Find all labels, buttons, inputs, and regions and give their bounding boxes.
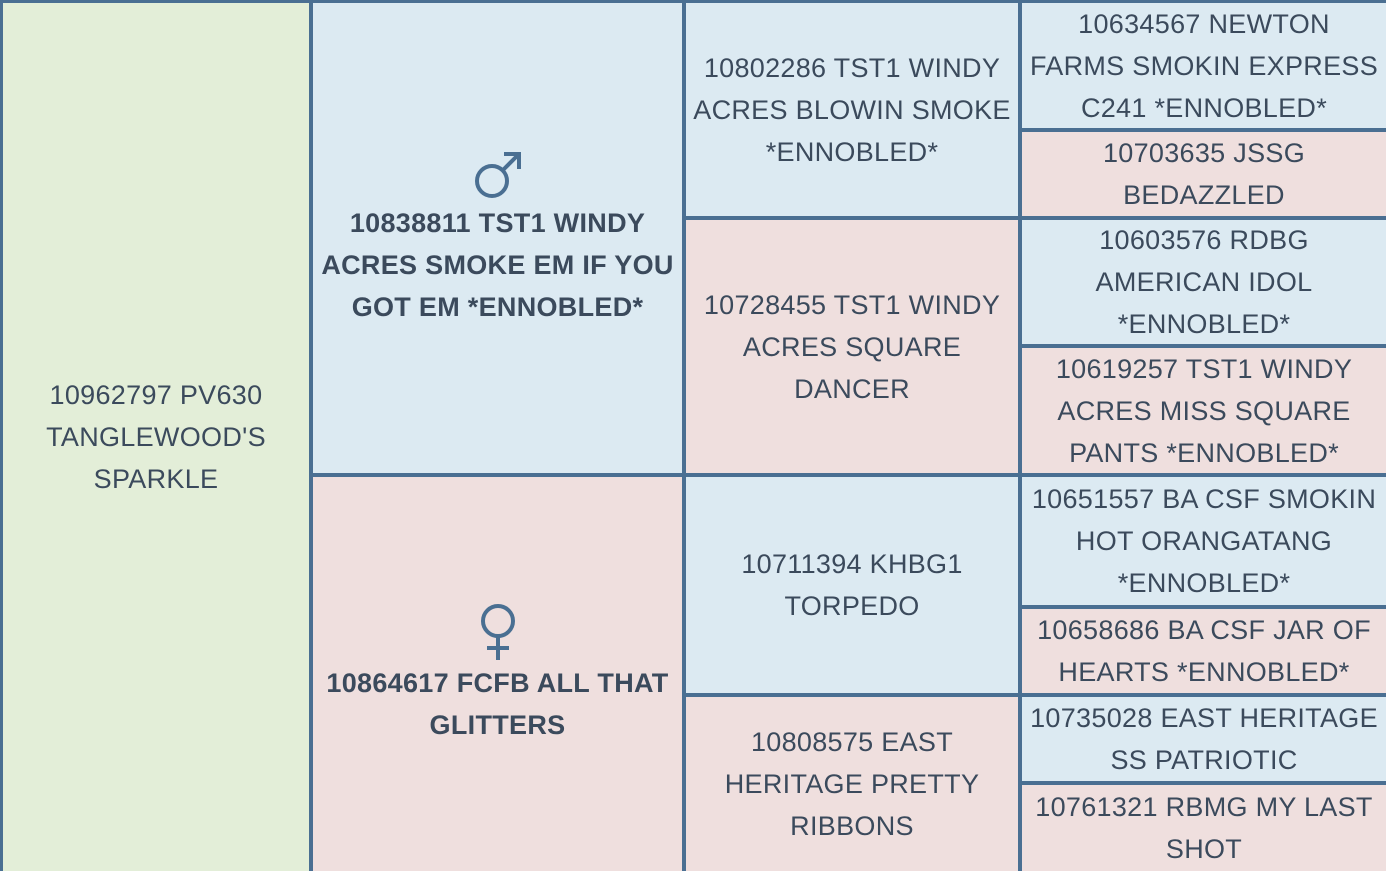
sss-name: 10634567 NEWTON FARMS SMOKIN EXPRESS C24… [1029, 8, 1379, 123]
dsd-name: 10658686 BA CSF JAR OF HEARTS *ENNOBLED* [1037, 615, 1371, 687]
sss-cell[interactable]: 10634567 NEWTON FARMS SMOKIN EXPRESS C24… [1022, 3, 1386, 128]
subject-name: 10962797 PV630 TANGLEWOOD'S SPARKLE [46, 380, 266, 494]
sire-dam-name: 10728455 TST1 WINDY ACRES SQUARE DANCER [703, 289, 1001, 404]
dsd-cell[interactable]: 10658686 BA CSF JAR OF HEARTS *ENNOBLED* [1022, 609, 1386, 693]
ddd-name: 10761321 RBMG MY LAST SHOT [1035, 792, 1373, 864]
sire-name: 10838811 TST1 WINDY ACRES SMOKE EM IF YO… [321, 208, 674, 322]
sire-dam-cell[interactable]: 10728455 TST1 WINDY ACRES SQUARE DANCER [686, 220, 1018, 473]
dds-cell[interactable]: 10735028 EAST HERITAGE SS PATRIOTIC [1022, 697, 1386, 781]
sire-sire-name: 10802286 TST1 WINDY ACRES BLOWIN SMOKE *… [693, 52, 1011, 167]
sdd-cell[interactable]: 10619257 TST1 WINDY ACRES MISS SQUARE PA… [1022, 348, 1386, 473]
ssd-name: 10703635 JSSG BEDAZZLED [1102, 138, 1306, 210]
sds-cell[interactable]: 10603576 RDBG AMERICAN IDOL *ENNOBLED* [1022, 220, 1386, 344]
ssd-cell[interactable]: 10703635 JSSG BEDAZZLED [1022, 132, 1386, 216]
dss-name: 10651557 BA CSF SMOKIN HOT ORANGATANG *E… [1031, 484, 1377, 598]
sds-name: 10603576 RDBG AMERICAN IDOL *ENNOBLED* [1095, 225, 1313, 339]
subject-animal[interactable]: 10962797 PV630 TANGLEWOOD'S SPARKLE [3, 3, 309, 871]
dam-sire-cell[interactable]: 10711394 KHBG1 TORPEDO [686, 477, 1018, 693]
male-symbol-icon [471, 148, 525, 202]
female-symbol-icon [476, 602, 520, 662]
sire-cell[interactable]: 10838811 TST1 WINDY ACRES SMOKE EM IF YO… [313, 3, 682, 473]
dam-dam-cell[interactable]: 10808575 EAST HERITAGE PRETTY RIBBONS [686, 697, 1018, 871]
dds-name: 10735028 EAST HERITAGE SS PATRIOTIC [1030, 703, 1378, 775]
dam-dam-name: 10808575 EAST HERITAGE PRETTY RIBBONS [724, 727, 980, 841]
dam-cell[interactable]: 10864617 FCFB ALL THAT GLITTERS [313, 477, 682, 871]
sdd-name: 10619257 TST1 WINDY ACRES MISS SQUARE PA… [1055, 353, 1353, 468]
ddd-cell[interactable]: 10761321 RBMG MY LAST SHOT [1022, 785, 1386, 871]
dss-cell[interactable]: 10651557 BA CSF SMOKIN HOT ORANGATANG *E… [1022, 477, 1386, 605]
dam-sire-name: 10711394 KHBG1 TORPEDO [741, 549, 963, 621]
sire-sire-cell[interactable]: 10802286 TST1 WINDY ACRES BLOWIN SMOKE *… [686, 3, 1018, 216]
dam-name: 10864617 FCFB ALL THAT GLITTERS [326, 668, 669, 740]
